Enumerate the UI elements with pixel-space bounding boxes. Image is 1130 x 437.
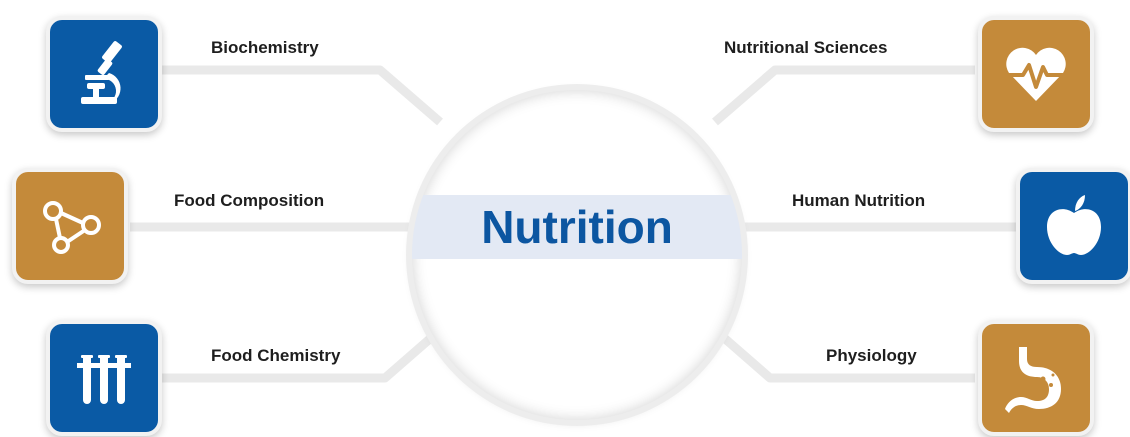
nutritional-sciences-label: Nutritional Sciences	[724, 38, 888, 57]
food-composition-tile	[12, 168, 128, 284]
human-nutrition-tile	[1016, 168, 1130, 284]
connector-food-chemistry	[160, 326, 443, 383]
physiology-label: Physiology	[826, 346, 917, 365]
food-chemistry-tile	[46, 320, 162, 436]
molecule-icon	[43, 201, 101, 254]
physiology-tile	[978, 320, 1094, 436]
center-circle: Nutrition	[412, 90, 742, 420]
food-composition-label: Food Composition	[174, 191, 325, 210]
test-tubes-icon	[77, 355, 131, 404]
food-chemistry-label: Food Chemistry	[211, 346, 341, 365]
biochemistry-label: Biochemistry	[211, 38, 319, 57]
center-title: Nutrition	[481, 201, 673, 253]
connector-physiology	[712, 326, 975, 383]
microscope-icon	[81, 41, 122, 104]
stomach-icon	[1005, 347, 1061, 413]
center-title-band	[412, 195, 742, 259]
apple-icon	[1047, 195, 1101, 255]
connector-nutritional-sciences	[712, 65, 975, 126]
nutritional-sciences-tile	[978, 16, 1094, 132]
connector-biochemistry	[160, 65, 443, 126]
human-nutrition-label: Human Nutrition	[792, 191, 926, 210]
biochemistry-tile	[46, 16, 162, 132]
heartbeat-icon	[1005, 47, 1067, 101]
